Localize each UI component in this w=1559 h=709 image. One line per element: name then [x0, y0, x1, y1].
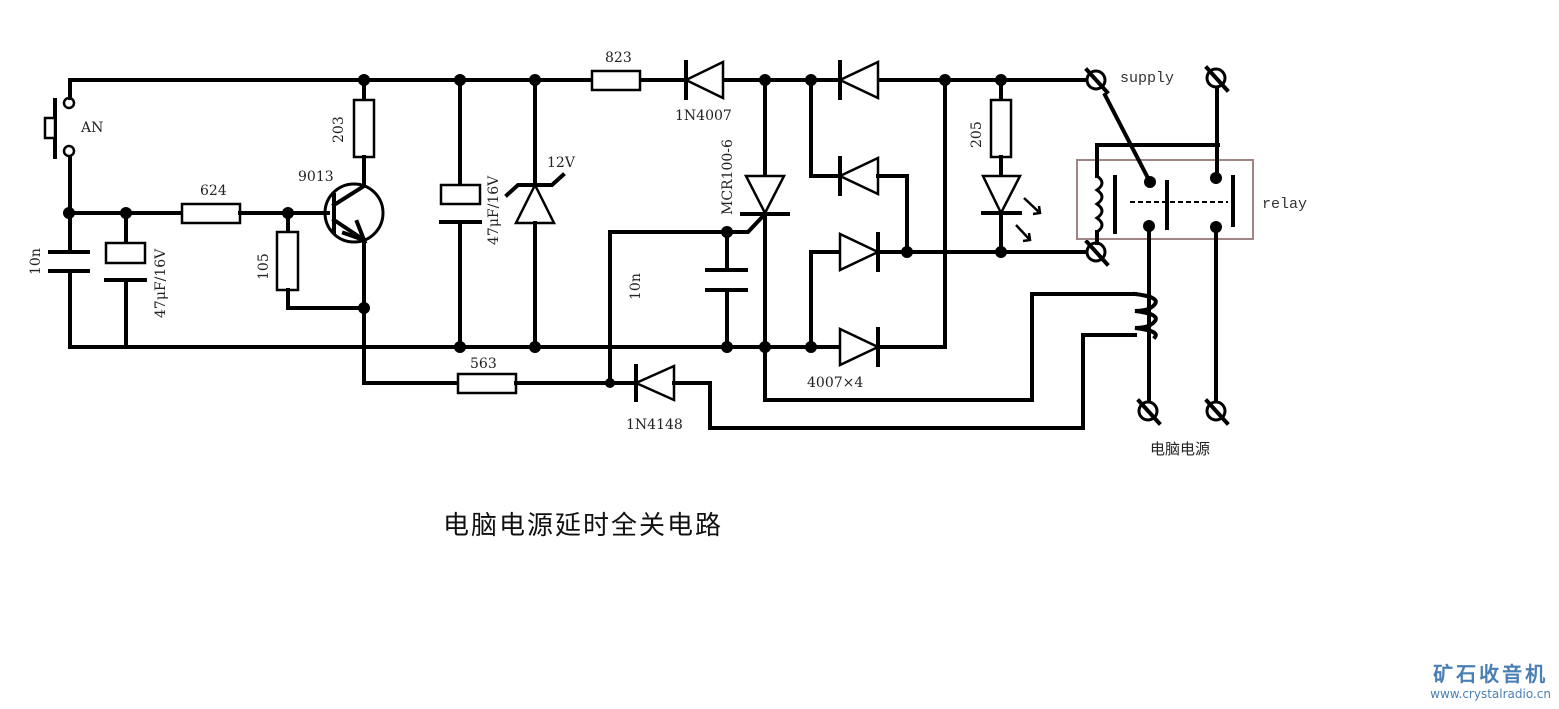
r563-label: 563 — [470, 356, 497, 372]
cap-e2-label: 47μF/16V — [486, 175, 502, 245]
supply-label: supply — [1120, 70, 1174, 87]
junction-dot — [721, 341, 733, 353]
electrolytic-cap-1: 47μF/16V — [104, 211, 169, 349]
r205-label: 205 — [969, 121, 985, 148]
cap-gate-label: 10n — [628, 273, 644, 300]
supply-terminal-1 — [1084, 67, 1110, 95]
thyristor-mcr100-6: MCR100-6 — [608, 78, 790, 402]
push-button-an: AN — [43, 78, 103, 215]
junction-dot — [995, 246, 1007, 258]
pc-power-terminal-1 — [1136, 398, 1162, 426]
watermark-url: www.crystalradio.cn — [1430, 687, 1551, 701]
junction-dot — [529, 74, 541, 86]
relay-label: relay — [1262, 196, 1307, 213]
supply-terminal-2 — [1084, 239, 1110, 267]
diode-1n4148: 1N4148 — [626, 333, 1137, 433]
junction-dot — [358, 74, 370, 86]
cap-in-label: 10n — [28, 248, 44, 275]
bridge-label: 4007×4 — [807, 375, 863, 391]
capacitor-10n-input: 10n — [28, 211, 90, 349]
pc-power-label: 电脑电源 — [1150, 440, 1210, 458]
watermark-name: 矿石收音机 — [1433, 662, 1549, 686]
d1n4007-label: 1N4007 — [675, 108, 732, 124]
resistor-624: 624 — [180, 183, 242, 225]
junction-dot — [454, 74, 466, 86]
r823-label: 823 — [605, 50, 632, 66]
resistor-823: 823 — [590, 50, 642, 92]
transistor-9013: 9013 — [298, 169, 385, 244]
capacitor-10n-gate: 10n — [628, 230, 748, 349]
r105-label: 105 — [256, 253, 272, 280]
junction-dot — [529, 341, 541, 353]
junction-dot — [995, 74, 1007, 86]
d1n4148-label: 1N4148 — [626, 417, 683, 433]
junction-dot — [454, 341, 466, 353]
r203-label: 203 — [331, 116, 347, 143]
sense-coil — [1132, 291, 1158, 340]
resistor-105: 105 — [256, 211, 366, 310]
r624-label: 624 — [200, 183, 227, 199]
diode-1n4007: 1N4007 — [675, 60, 732, 124]
zener-diode-12v: 12V — [504, 78, 576, 349]
diagram-title: 电脑电源延时全关电路 — [443, 511, 724, 541]
supply-terminal-3 — [1204, 65, 1230, 93]
electrolytic-cap-2: 47μF/16V — [439, 78, 502, 349]
pc-power-terminal-2 — [1204, 398, 1230, 426]
scr-label: MCR100-6 — [720, 139, 736, 215]
watermark: 矿石收音机 www.crystalradio.cn — [1430, 658, 1551, 701]
switch-label: AN — [80, 120, 103, 136]
q1-label: 9013 — [298, 169, 334, 185]
bridge-rectifier: 4007×4 — [805, 60, 1087, 391]
led-indicator — [981, 174, 1042, 254]
relay: relay — [1076, 88, 1307, 402]
cap-e1-label: 47μF/16V — [153, 248, 169, 318]
zener-label: 12V — [547, 155, 576, 171]
resistor-205: 205 — [969, 78, 1013, 178]
wire — [763, 292, 1137, 402]
resistor-563: 563 — [362, 356, 642, 395]
junction-dot — [358, 302, 370, 314]
resistor-203: 203 — [331, 78, 376, 188]
